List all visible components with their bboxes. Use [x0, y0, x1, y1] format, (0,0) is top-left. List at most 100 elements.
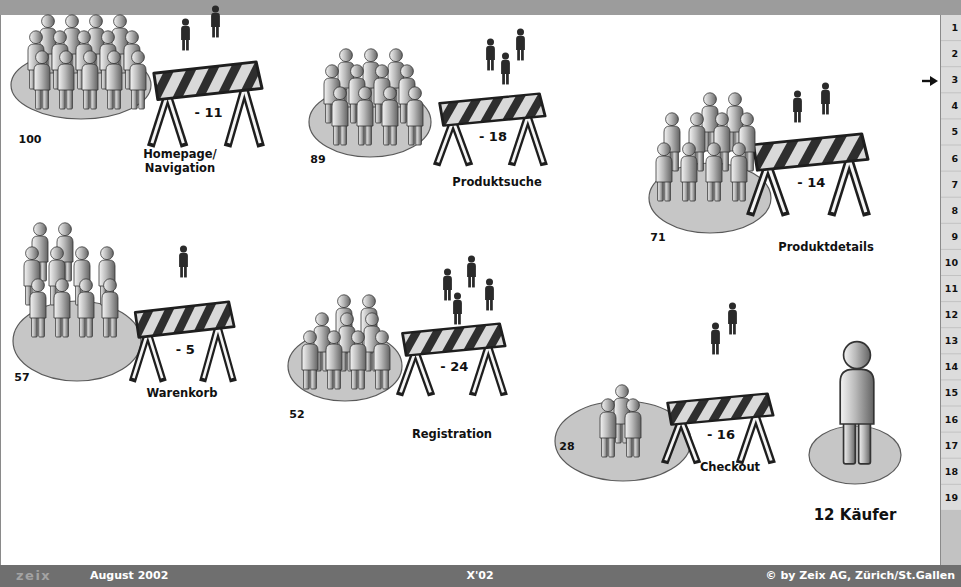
- visitor-figure: [76, 31, 92, 89]
- dropout-figure: [711, 322, 720, 354]
- page-number: 17: [945, 440, 958, 451]
- sidebar-cell: [941, 119, 961, 144]
- visitor-figure: [124, 31, 140, 89]
- page-number: 12: [945, 309, 958, 320]
- visitor-figure: [664, 113, 680, 171]
- leg-fill: [513, 116, 528, 162]
- leg-outline: [148, 332, 162, 378]
- leg-fill: [229, 88, 245, 143]
- ellipse-shape: [308, 86, 432, 158]
- dropout-count: - 5: [176, 342, 195, 357]
- leg-outline: [768, 165, 785, 212]
- visitor-figure: [302, 331, 318, 389]
- dropout-barrier: - 16: [660, 392, 775, 462]
- page-number: 14: [945, 362, 958, 373]
- leg-fill: [401, 351, 416, 393]
- dropout-figure: [486, 38, 495, 70]
- visitor-figure: [374, 65, 390, 123]
- visitor-figure: [357, 87, 373, 145]
- page-number: 13: [945, 335, 958, 346]
- visitor-figure: [338, 49, 354, 107]
- visitor-floor: 89: [308, 86, 432, 158]
- visitor-count: 28: [559, 441, 574, 454]
- leg-outline: [513, 116, 528, 162]
- leg-fill: [666, 420, 681, 460]
- sidebar: [941, 15, 961, 565]
- leg-outline: [681, 420, 696, 460]
- visitor-figure: [64, 15, 80, 73]
- sidebar-cell: [941, 407, 961, 432]
- visitor-floor: 100: [10, 50, 152, 120]
- leg-outline: [133, 332, 147, 378]
- visitor-figure: [324, 65, 340, 123]
- visitor-figure: [314, 313, 330, 371]
- board-outline: [668, 394, 773, 425]
- sidebar-cell: [941, 224, 961, 249]
- leg-fill: [152, 94, 168, 143]
- leg-outline: [204, 327, 218, 379]
- floor-ellipse: [11, 51, 151, 119]
- sidebar-cell: [941, 172, 961, 197]
- leg-fill: [473, 346, 488, 392]
- board-outline: [154, 62, 262, 100]
- buyer-figure: [840, 342, 874, 464]
- visitor-figure: [106, 51, 122, 109]
- leg-fill: [218, 327, 232, 379]
- leg-outline: [849, 159, 866, 212]
- visitor-figure: [102, 279, 118, 337]
- visitor-figure: [57, 223, 73, 281]
- leg-outline: [401, 351, 416, 393]
- leg-fill: [416, 351, 431, 393]
- stage-name: Warenkorb: [147, 387, 218, 401]
- dropout-figure: [485, 278, 494, 310]
- leg-outline: [833, 159, 850, 212]
- footer-bar: [0, 565, 961, 587]
- dropout-count: - 11: [195, 105, 223, 120]
- board-outline: [402, 324, 505, 356]
- sidebar-cell: [941, 328, 961, 353]
- barrier-board: [434, 92, 570, 129]
- visitor-figure: [350, 331, 366, 389]
- barrier-shape: [146, 60, 264, 145]
- visitor-figure: [332, 87, 348, 145]
- leg-fill: [133, 332, 147, 378]
- page-number: 4: [951, 101, 958, 112]
- visitor-figure: [399, 65, 415, 123]
- visitor-count: 100: [19, 134, 42, 147]
- ellipse-shape: [808, 425, 902, 485]
- dropout-figure: [501, 52, 510, 84]
- board-outline: [135, 302, 234, 338]
- visitor-figure: [363, 49, 379, 107]
- leg-outline: [416, 351, 431, 393]
- dropout-figure: [179, 245, 188, 277]
- buyer-count: 12 Käufer: [814, 507, 897, 524]
- visitor-figure: [625, 399, 641, 457]
- visitor-figure: [130, 51, 146, 109]
- dropout-figure: [821, 82, 830, 114]
- leg-outline: [168, 94, 184, 143]
- leg-outline: [756, 415, 771, 460]
- visitor-figure: [600, 399, 616, 457]
- sidebar-cell: [941, 302, 961, 327]
- ellipse-shape: [10, 50, 152, 120]
- top-bar: [0, 0, 961, 15]
- dropout-count: - 18: [479, 129, 507, 144]
- sidebar-cell: [941, 198, 961, 223]
- leg-outline: [528, 116, 543, 162]
- stage-name: Registration: [412, 428, 492, 442]
- current-page-arrow: [922, 76, 938, 86]
- sidebar-cells: [941, 15, 961, 510]
- visitor-figure: [100, 31, 116, 89]
- dropout-barrier: - 5: [128, 300, 236, 380]
- leg-fill: [204, 327, 218, 379]
- leg-fill: [453, 121, 468, 163]
- visitor-figure: [388, 49, 404, 107]
- leg-fill: [244, 88, 260, 143]
- page-number: 18: [945, 466, 958, 477]
- sidebar-cell: [941, 146, 961, 171]
- barrier-shape: [395, 322, 507, 394]
- visitor-figure: [88, 15, 104, 73]
- leg-fill: [528, 116, 543, 162]
